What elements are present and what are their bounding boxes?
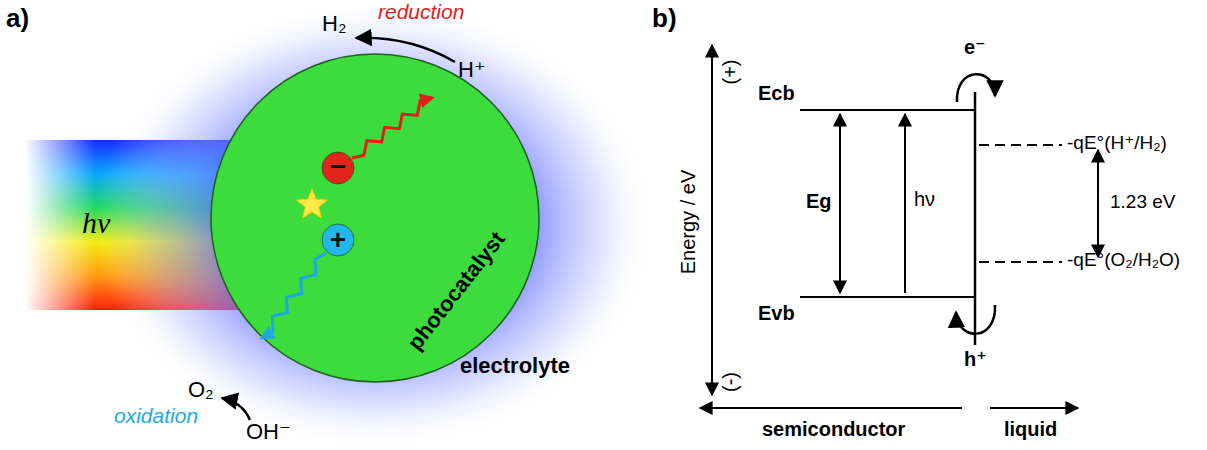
band-gap-label: Eg (806, 190, 832, 212)
potential-label: -qE°(H⁺/H₂) (1067, 133, 1167, 154)
photon-label: hν (914, 188, 935, 210)
reaction-label: oxidation (114, 404, 198, 427)
reaction-label: reduction (378, 0, 464, 23)
band-gap-arrow (839, 114, 841, 293)
photon-arrow (904, 114, 906, 293)
liquid-direction-arrow (990, 407, 1078, 409)
axis-sign: (+) (719, 60, 741, 85)
valence-band-edge (800, 296, 975, 298)
electrolyte-region: electrolytephotocatalyst−+ (95, 0, 655, 450)
panel-label: b) (652, 4, 677, 33)
band-label: Evb (758, 302, 795, 324)
o2-level (979, 261, 1062, 263)
axis-title: Energy / eV (677, 170, 699, 275)
reactant-label: H⁺ (458, 58, 486, 82)
photocatalyst-particle: photocatalyst−+ (210, 53, 540, 383)
potential-label: -qE°(O₂/H₂O) (1067, 250, 1180, 271)
potential-gap-arrow (1097, 150, 1099, 257)
side-label: semiconductor (762, 418, 905, 440)
node-label: + (330, 225, 346, 256)
panel-label: a) (6, 4, 29, 33)
interface-line (974, 92, 977, 345)
potential-difference: 1.23 eV (1110, 192, 1176, 213)
product-label: O₂ (188, 378, 214, 402)
reactant-label: OH⁻ (246, 420, 291, 444)
hole-symbol: + (321, 223, 355, 257)
energy-axis (711, 45, 713, 395)
photocatalyst-particle-outline (210, 53, 540, 383)
hole-transfer-arrow (956, 305, 995, 334)
semiconductor-direction-arrow (700, 407, 962, 409)
product-label: H₂ (322, 12, 346, 36)
side-label: liquid (1004, 418, 1057, 440)
conduction-band-edge (800, 109, 975, 111)
node-label: − (330, 152, 346, 183)
carrier-label: e⁻ (964, 36, 986, 58)
electron-transfer-arrow (957, 74, 995, 102)
node-label: electrolyte (460, 354, 570, 378)
h2-level (979, 144, 1062, 146)
electron-symbol: − (321, 151, 355, 185)
band-label: Ecb (758, 82, 795, 104)
panel-b-illustration (700, 45, 1098, 408)
carrier-label: h⁺ (964, 348, 987, 370)
axis-sign: (-) (719, 372, 741, 392)
photon-symbol: hν (82, 206, 110, 239)
